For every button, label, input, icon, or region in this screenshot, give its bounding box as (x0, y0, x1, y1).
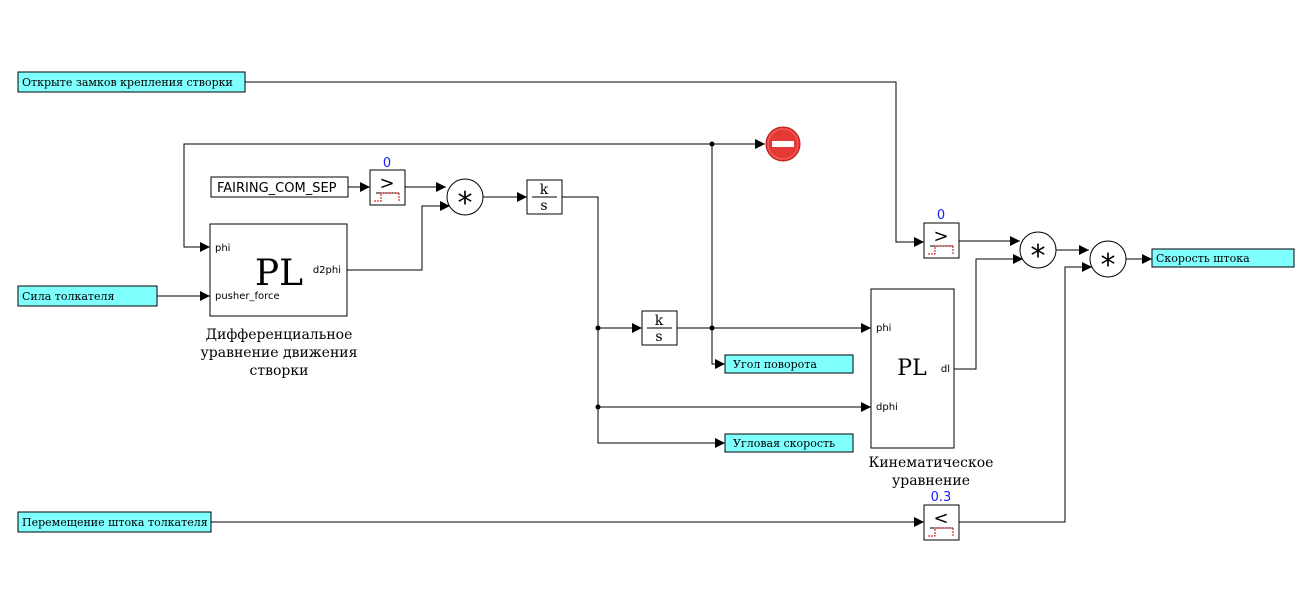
junctions (595, 141, 715, 410)
wire-dl-mult2[interactable] (954, 254, 1023, 370)
port-phi: phi (215, 243, 230, 254)
junction-dot (709, 141, 715, 147)
output-angular-speed[interactable]: Угловая скорость (724, 433, 854, 453)
output-rotation-angle[interactable]: Угол поворота (724, 354, 854, 374)
pl-block-kinematic[interactable]: PL phi dphi dl (870, 288, 955, 449)
output-angular-speed-label: Угловая скорость (733, 437, 835, 450)
wire-int1-out[interactable] (562, 196, 725, 448)
caption-line: створки (250, 363, 309, 379)
output-rod-speed-label: Скорость штока (1156, 252, 1250, 265)
integrator-1-num: k (540, 182, 549, 198)
input-displacement-label: Перемещение штока толкателя (22, 516, 208, 529)
multiplier-3[interactable]: * (1089, 240, 1127, 283)
integrator-2-num: k (655, 313, 664, 329)
wire-d2phi-mult1[interactable] (347, 201, 450, 271)
multiplier-2[interactable]: * (1019, 231, 1057, 274)
wire-unlock[interactable] (245, 81, 924, 247)
caption-line: Кинематическое (869, 455, 994, 471)
input-unlock-label: Открыте замков крепления створки (22, 76, 233, 89)
comparator-1[interactable]: 0 > (369, 156, 406, 206)
wires (157, 81, 1152, 527)
comparator-1-symbol: > (379, 173, 394, 194)
pl-block-kinematic-title: PL (897, 356, 927, 381)
comparator-3-param: 0.3 (931, 490, 952, 505)
port-dl: dl (941, 364, 950, 375)
caption-line: Дифференциальное (206, 327, 353, 343)
port-d2phi: d2phi (313, 265, 341, 276)
output-rod-speed[interactable]: Скорость штока (1151, 248, 1295, 268)
caption-line: уравнение (892, 473, 970, 489)
comparator-2[interactable]: 0 > (923, 208, 960, 259)
integrator-1[interactable]: k s (526, 179, 563, 215)
comparator-3[interactable]: 0.3 < (923, 490, 960, 541)
junction-dot (595, 325, 601, 331)
multiplier-1-symbol: * (458, 186, 473, 221)
pl-block-kinematic-caption: Кинематическое уравнение (869, 455, 994, 489)
junction-dot (595, 404, 601, 410)
pl-block-diff-eq-title: PL (255, 253, 303, 294)
pl-block-diff-eq-caption: Дифференциальное уравнение движения ство… (201, 327, 358, 379)
multiplier-1[interactable]: * (446, 178, 484, 221)
wire-int2-angle[interactable] (711, 144, 725, 369)
wire-cmp3-mult3[interactable] (959, 262, 1092, 523)
multiplier-3-symbol: * (1101, 248, 1116, 283)
output-rotation-angle-label: Угол поворота (733, 358, 817, 371)
wire-feedback-phi[interactable] (183, 143, 712, 252)
integrator-2-den: s (655, 329, 662, 345)
port-pusher-force: pusher_force (215, 291, 280, 302)
stop-icon[interactable] (765, 126, 801, 162)
junction-dot (709, 325, 715, 331)
pl-block-diff-eq[interactable]: PL phi pusher_force d2phi (209, 223, 348, 317)
constant-label: FAIRING_COM_SEP (217, 181, 337, 196)
integrator-2[interactable]: k s (641, 310, 678, 346)
comparator-2-symbol: > (933, 226, 948, 247)
comparator-1-param: 0 (383, 156, 391, 171)
port-dphi: dphi (876, 402, 898, 413)
comparator-3-symbol: < (933, 508, 948, 529)
input-force[interactable]: Сила толкателя (17, 285, 158, 307)
multiplier-2-symbol: * (1031, 239, 1046, 274)
caption-line: уравнение движения (201, 345, 358, 361)
input-displacement[interactable]: Перемещение штока толкателя (17, 511, 212, 533)
comparator-2-param: 0 (937, 208, 945, 223)
integrator-1-den: s (540, 198, 547, 214)
port-phi: phi (876, 323, 891, 334)
constant-block[interactable]: FAIRING_COM_SEP (210, 176, 349, 198)
input-unlock[interactable]: Открыте замков крепления створки (17, 71, 246, 93)
input-force-label: Сила толкателя (22, 290, 115, 303)
